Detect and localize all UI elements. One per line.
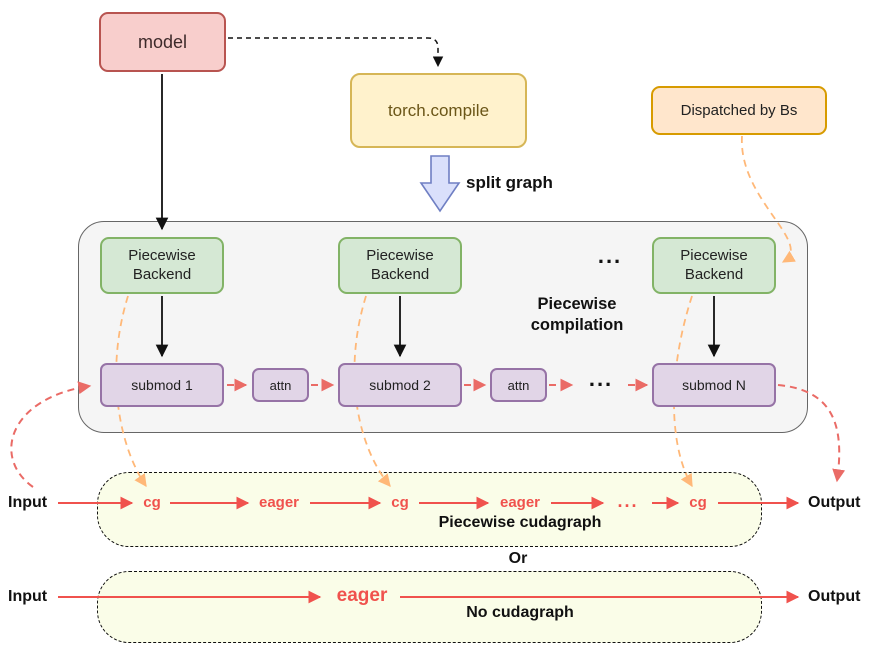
piecewise-cudagraph-region (97, 472, 762, 547)
no-cudagraph-region (97, 571, 762, 643)
torch-compile-label: torch.compile (387, 100, 490, 120)
eager-label: eager (336, 585, 388, 606)
step-cg-1: cg (143, 494, 161, 511)
model-node: model (99, 12, 226, 72)
model-label: model (137, 31, 188, 52)
piecewise-backend-1: Piecewise Backend (100, 237, 224, 294)
piecewise-backend-2: Piecewise Backend (338, 237, 462, 294)
step-eager-1: eager (258, 494, 300, 511)
piecewise-cudagraph-label: Piecewise cudagraph (438, 514, 602, 531)
dispatched-by-bs-node: Dispatched by Bs (651, 86, 827, 135)
submods-ellipsis: ... (588, 366, 614, 391)
output-label-bottom: Output (808, 588, 861, 605)
piecewise-backend-n-label: Piecewise Backend (680, 246, 748, 283)
submod-n-label: submod N (682, 377, 746, 393)
or-label: Or (508, 550, 528, 567)
arrow-model-to-torchcompile (228, 37, 444, 68)
input-label-bottom: Input (8, 588, 48, 605)
backends-ellipsis: ... (597, 243, 623, 268)
submod-2-label: submod 2 (369, 377, 431, 393)
torch-compile-node: torch.compile (350, 73, 527, 148)
piecewise-backend-n: Piecewise Backend (652, 237, 776, 294)
split-graph-label: split graph (466, 173, 553, 192)
dispatched-by-bs-label: Dispatched by Bs (680, 102, 798, 119)
submod-n-node: submod N (652, 363, 776, 407)
piecewise-compilation-label: Piecewise compilation (530, 295, 624, 334)
attn-2-label: attn (507, 377, 530, 393)
attn-1-label: attn (269, 377, 292, 393)
input-label-top: Input (8, 494, 48, 511)
no-cudagraph-label: No cudagraph (466, 604, 574, 621)
attn-2-node: attn (490, 368, 547, 402)
piecewise-backend-2-label: Piecewise Backend (366, 246, 434, 283)
output-label-top: Output (808, 494, 861, 511)
submod-1-label: submod 1 (131, 377, 193, 393)
step-cg-3: cg (689, 494, 707, 511)
step-cg-2: cg (391, 494, 409, 511)
split-graph-arrow (419, 155, 461, 213)
submod-2-node: submod 2 (338, 363, 462, 407)
attn-1-node: attn (252, 368, 309, 402)
step-ellipsis: ... (617, 491, 639, 511)
submod-1-node: submod 1 (100, 363, 224, 407)
piecewise-backend-1-label: Piecewise Backend (128, 246, 196, 283)
step-eager-2: eager (499, 494, 541, 511)
